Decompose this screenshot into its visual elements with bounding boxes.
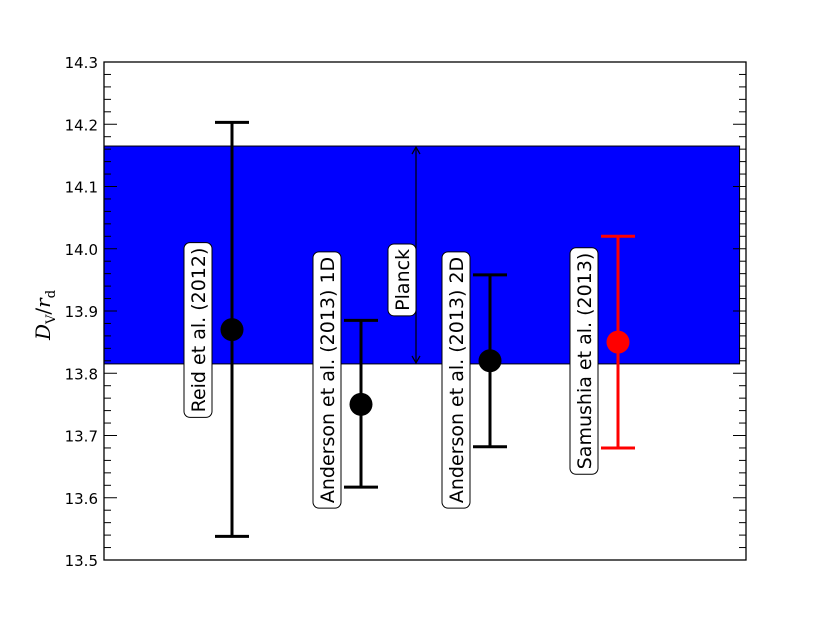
data-point-2: Anderson et al. (2013) 1D [312,251,378,509]
axes [103,61,747,561]
y-tick-label: 14.3 [65,54,98,72]
y-tick-label: 13.6 [65,490,98,508]
y-tick-labels: 13.5 13.6 13.7 13.8 13.9 14.0 14.1 14.2 14.3 [65,54,98,570]
svg-text:Anderson et al. (2013) 2D: Anderson et al. (2013) 2D [446,257,468,503]
point-label-3: Anderson et al. (2013) 2D [441,251,471,509]
y-tick-label: 13.7 [65,428,98,446]
y-tick-label: 14.0 [65,241,98,259]
y-tick-label: 13.9 [65,303,98,321]
marker-dot [478,349,502,373]
ylabel-sub-d: d [44,290,59,298]
data-point-3: Anderson et al. (2013) 2D [441,251,507,509]
point-label-4: Samushia et al. (2013) [569,247,599,475]
ylabel-r: r [31,297,55,308]
svg-text:DV/rd: DV/rd [31,290,59,341]
point-label-2: Anderson et al. (2013) 1D [312,251,342,509]
arrow-down-icon [411,355,421,365]
svg-text:Reid et al. (2012): Reid et al. (2012) [188,248,210,413]
marker-dot [606,330,630,354]
y-tick-label: 14.1 [65,179,98,197]
ylabel-main: D [31,324,55,341]
y-axis-label: DV/rd [31,290,59,341]
marker-dot [220,318,244,342]
marker-dot [349,392,373,416]
svg-text:Planck: Planck [392,249,414,311]
y-tick-label: 14.2 [65,116,98,134]
ylabel-sub-v: V [44,314,59,325]
ylabel-slash: / [31,308,55,315]
y-tick-label: 13.8 [65,365,98,383]
point-label-1: Reid et al. (2012) [183,242,213,418]
data-point-1: Reid et al. (2012) [183,120,249,538]
plot-area: Planck Reid et al. (2012) Anderson et al. … [103,120,741,538]
svg-text:Samushia et al. (2013): Samushia et al. (2013) [574,253,596,470]
data-point-4: Samushia et al. (2013) [569,234,635,475]
y-tick-label: 13.5 [65,552,98,570]
arrow-up-icon [411,145,421,155]
svg-text:Anderson et al. (2013) 1D: Anderson et al. (2013) 1D [317,257,339,503]
planck-label: Planck [387,243,417,317]
planck-annotation: Planck [387,145,421,365]
